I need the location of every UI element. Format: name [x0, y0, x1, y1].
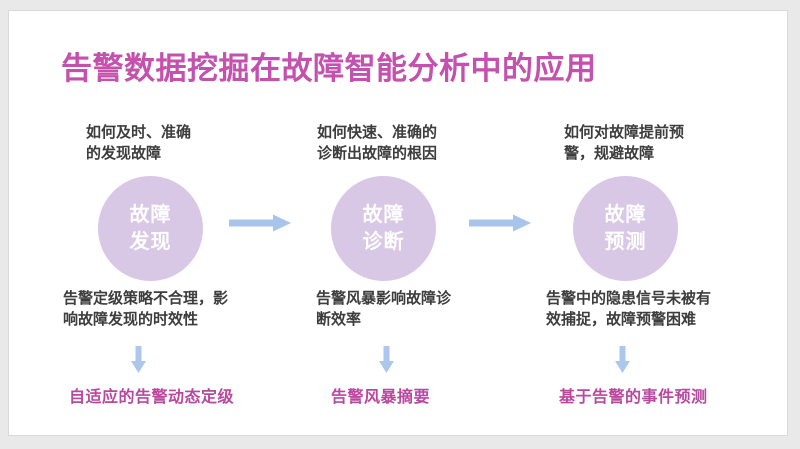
stage-circle-label: 故障 诊断: [362, 203, 405, 253]
slide-title: 告警数据挖掘在故障智能分析中的应用: [61, 51, 597, 86]
down-arrow-icon: [379, 346, 394, 373]
stage-circle-fault-prediction: 故障 预测: [573, 176, 678, 281]
problem-text-fault-diagnosis: 告警风暴影响故障诊 断效率: [316, 290, 452, 328]
question-text-fault-prediction: 如何对故障提前预 警，规避故障: [564, 124, 685, 162]
presentation-slide: 告警数据挖掘在故障智能分析中的应用 如何及时、准确 的发现故障 故障 发现 告警…: [8, 10, 788, 436]
stage-circle-fault-discovery: 故障 发现: [98, 176, 203, 281]
problem-text-fault-discovery: 告警定级策略不合理，影 响故障发现的时效性: [63, 290, 229, 328]
problem-text-fault-prediction: 告警中的隐患信号未被有 效捕捉，故障预警困难: [546, 290, 712, 328]
question-text-fault-diagnosis: 如何快速、准确的 诊断出故障的根因: [317, 124, 438, 162]
stage-circle-fault-diagnosis: 故障 诊断: [331, 176, 436, 281]
solution-text-fault-prediction: 基于告警的事件预测: [559, 389, 708, 406]
right-arrow-icon: [469, 214, 531, 232]
stage-circle-label: 故障 预测: [604, 203, 647, 253]
right-arrow-icon: [229, 214, 291, 232]
down-arrow-icon: [131, 346, 146, 373]
solution-text-fault-discovery: 自适应的告警动态定级: [69, 389, 235, 406]
question-text-fault-discovery: 如何及时、准确 的发现故障: [86, 124, 192, 162]
stage-circle-label: 故障 发现: [129, 203, 172, 253]
solution-text-fault-diagnosis: 告警风暴摘要: [331, 389, 431, 406]
down-arrow-icon: [615, 346, 630, 373]
